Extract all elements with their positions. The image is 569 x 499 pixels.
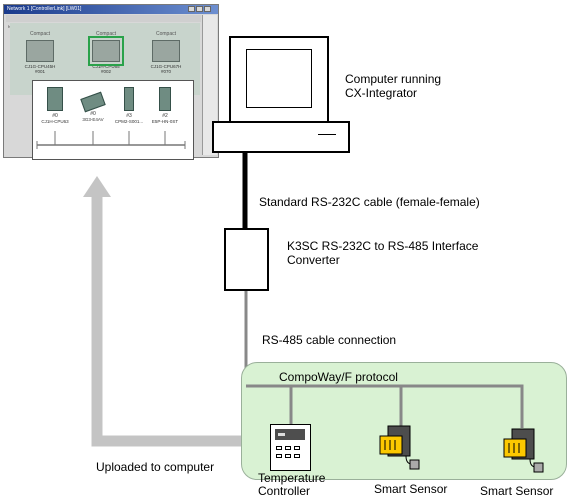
node-name: Compact [155, 31, 176, 37]
upload-arrowhead [83, 176, 111, 197]
plc-icon [88, 36, 124, 66]
smart-sensor-icon [379, 425, 420, 470]
smart-sensor-icon [503, 428, 544, 473]
close-button[interactable] [204, 6, 211, 12]
device-icon [47, 87, 63, 111]
device-1[interactable]: #0 CJ1H-CPU63 [37, 87, 73, 124]
device-2[interactable]: #0 3G3-E4AV [75, 87, 111, 122]
monitor-screen [246, 49, 312, 108]
temperature-controller-icon [270, 424, 311, 471]
smart-sensor-label-2: Smart Sensor [480, 484, 554, 498]
serial-network-detail: #0 CJ1H-CPU63 #0 3G3-E4AV #3 CPM2-S001..… [32, 80, 194, 160]
node-address: #001 [34, 69, 45, 74]
node-model: CJ1G-CPU45H [24, 64, 56, 69]
device-icon [124, 87, 134, 111]
rs232-cable-label: Standard RS-232C cable (female-female) [259, 195, 480, 209]
converter-label: K3SC RS-232C to RS-485 Interface Convert… [287, 239, 479, 267]
device-name: CPM2-S001... [114, 119, 144, 124]
temperature-controller-label: Temperature Controller [258, 471, 326, 498]
node-name: Compact [95, 31, 116, 37]
uploaded-label: Uploaded to computer [96, 460, 215, 474]
node-model: CJ1G-CPU67H [150, 64, 182, 69]
protocol-label: CompoWay/F protocol [279, 370, 398, 384]
controller-key [285, 446, 291, 450]
plc-icon [152, 40, 180, 62]
computer-case [212, 121, 350, 153]
node-model: CJ1H-CPU65 [92, 64, 120, 69]
device-4[interactable]: #2 E5P-HN-0ST [147, 87, 183, 124]
network-node-1[interactable]: Compact CJ1G-CPU45H #001 [16, 31, 64, 74]
network-node-3[interactable]: Compact CJ1G-CPU67H #070 [142, 31, 190, 74]
computer-label: Computer running CX-Integrator [345, 72, 442, 100]
device-number: #0 [90, 111, 96, 117]
smart-sensor-label-1: Smart Sensor [374, 482, 448, 496]
network-node-2[interactable]: Compact CJ1H-CPU65 #002 [82, 31, 130, 74]
drive-slot [318, 134, 336, 135]
device-number: #2 [162, 113, 168, 119]
device-number: #3 [126, 113, 132, 119]
device-icon [159, 87, 171, 111]
interface-converter [224, 228, 269, 291]
window-scrollbar[interactable] [202, 15, 217, 155]
window-titlebar: Network 1 [ControllerLink] [LW01] [4, 5, 218, 14]
window-title: Network 1 [ControllerLink] [LW01] [7, 6, 82, 12]
device-3[interactable]: #3 CPM2-S001... [111, 87, 147, 124]
node-address: #070 [160, 69, 171, 74]
node-address: #002 [100, 69, 111, 74]
controller-key [294, 446, 300, 450]
maximize-button[interactable] [196, 6, 203, 12]
plc-icon [26, 40, 54, 62]
device-name: CJ1H-CPU63 [41, 119, 69, 124]
device-bus [36, 131, 186, 149]
device-number: #0 [52, 113, 58, 119]
node-name: Compact [29, 31, 50, 37]
minimize-button[interactable] [188, 6, 195, 12]
controller-key [276, 454, 282, 458]
controller-display [275, 429, 305, 440]
upload-arrow-line [91, 195, 270, 447]
controller-key [285, 454, 291, 458]
device-name: 3G3-E4AV [82, 117, 104, 122]
rs485-cable-label: RS-485 cable connection [262, 333, 397, 347]
computer-monitor [229, 36, 329, 125]
device-name: E5P-HN-0ST [151, 119, 179, 124]
controller-key [294, 454, 300, 458]
controller-key [276, 446, 282, 450]
